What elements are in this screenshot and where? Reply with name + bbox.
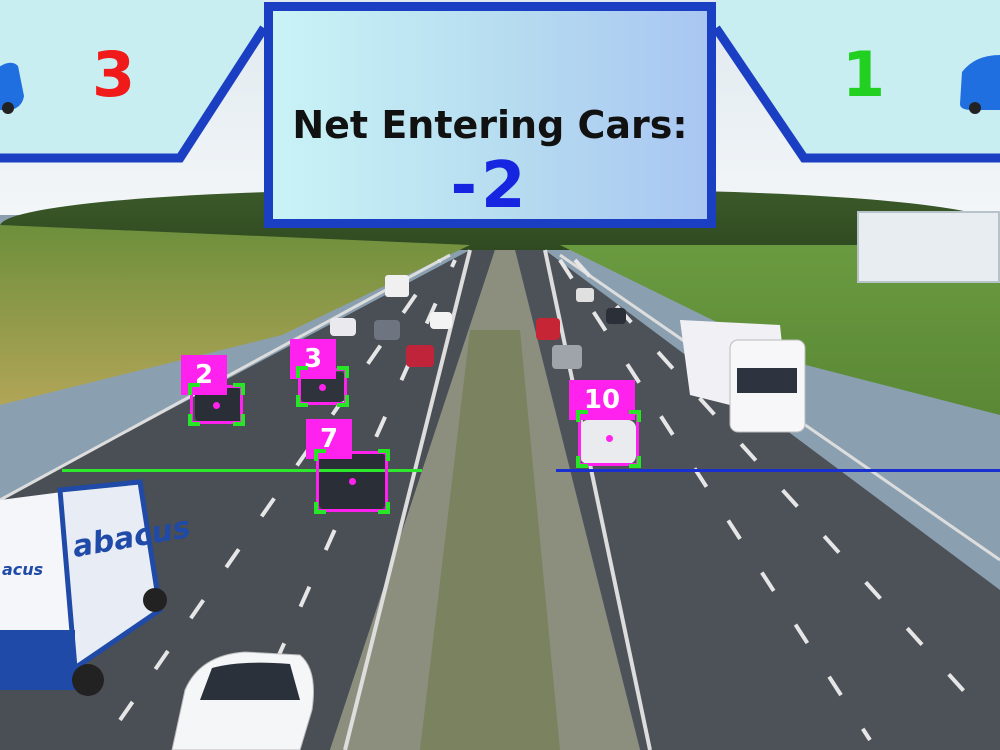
lane-markings-right <box>558 258 992 742</box>
car-body-10 <box>580 420 636 464</box>
centroid-dot <box>319 384 326 391</box>
box-corner <box>629 410 641 422</box>
box-corner <box>378 502 390 514</box>
box-corner <box>233 383 245 395</box>
box-corner <box>296 395 308 407</box>
box-corner <box>378 449 390 461</box>
left-lane-count: 3 <box>92 38 136 111</box>
box-corner <box>576 456 588 468</box>
hgv-truck <box>680 320 806 433</box>
vehicle-bounding-box <box>576 410 641 468</box>
right-lane-count: 1 <box>842 38 886 111</box>
median-grass <box>420 330 560 750</box>
distant-traffic <box>330 275 626 369</box>
box-corner <box>233 414 245 426</box>
counting-line-entering <box>62 469 422 472</box>
box-corner <box>576 410 588 422</box>
vehicle-id-tag: 3 <box>290 339 336 379</box>
box-corner <box>337 366 349 378</box>
abacus-van <box>0 479 167 696</box>
centroid-dot <box>606 435 613 442</box>
box-corner <box>314 502 326 514</box>
box-corner <box>188 383 200 395</box>
box-corner <box>314 449 326 461</box>
box-corner <box>337 395 349 407</box>
edge-line-left <box>343 249 472 750</box>
net-entering-value: -2 <box>450 149 530 223</box>
centroid-dot <box>349 478 356 485</box>
box-corner <box>188 414 200 426</box>
white-car-foreground <box>171 651 314 750</box>
centroid-dot <box>213 402 220 409</box>
net-entering-title: Net Entering Cars: <box>292 103 688 147</box>
box-corner <box>296 366 308 378</box>
vehicle-bounding-box <box>314 449 390 514</box>
box-corner <box>629 456 641 468</box>
van-side-text: acus <box>2 560 44 579</box>
billboard <box>857 211 1000 283</box>
edge-line-right <box>543 249 652 750</box>
vehicle-bounding-box <box>188 383 245 426</box>
net-entering-panel: Net Entering Cars: -2 <box>264 2 716 228</box>
counting-line-exiting <box>556 469 1000 472</box>
vehicle-bounding-box <box>296 366 349 407</box>
